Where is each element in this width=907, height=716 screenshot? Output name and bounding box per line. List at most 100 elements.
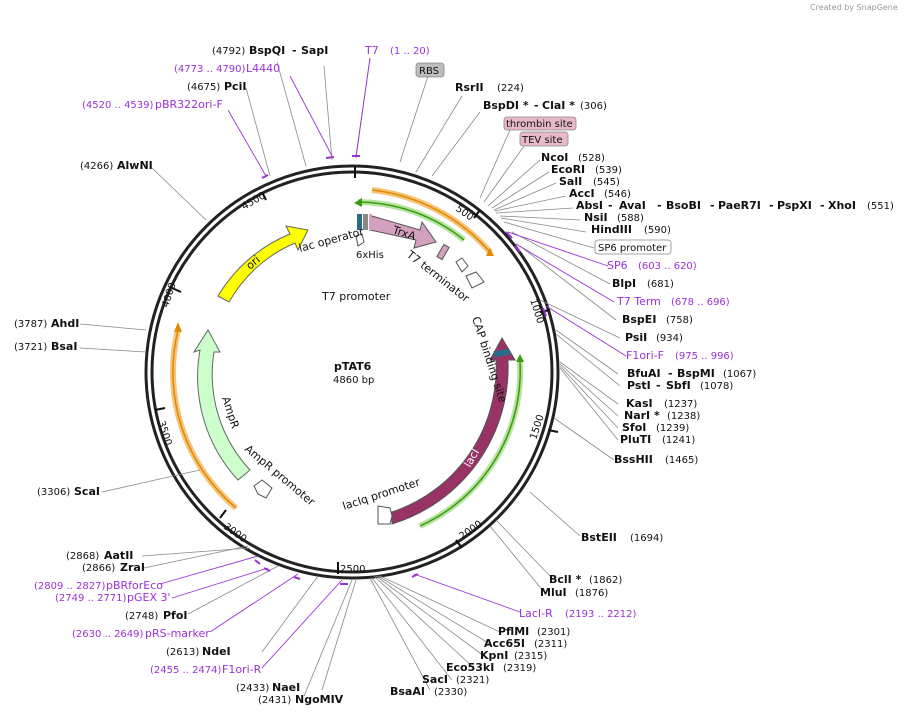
t7-promoter-arrow (355, 233, 365, 247)
enzyme-pos: (545) (593, 177, 620, 188)
enzyme-name: PspXI (777, 199, 812, 212)
primer-markers (254, 155, 547, 585)
primer-name: L4440 (246, 62, 280, 75)
enzyme-name: - (534, 99, 539, 112)
primer-name: pRS-marker (145, 627, 210, 640)
enzyme-pos: (224) (497, 83, 524, 94)
enzyme-name: PfoI (163, 609, 188, 622)
enzyme-name: KpnI (480, 649, 508, 662)
enzyme-name: Eco53kI (446, 661, 494, 674)
enzyme-pos: (1237) (664, 399, 697, 410)
enzyme-name: Acc65I (484, 637, 525, 650)
enzyme-name: SapI (301, 44, 328, 57)
boxed-features: RBS thrombin site TEV site SP6 promoter (415, 62, 672, 255)
primer-lines (159, 57, 627, 669)
enzyme-pos: (306) (580, 101, 607, 112)
lac-operator-box (357, 214, 362, 230)
enzyme-pos: (590) (644, 225, 671, 236)
enzyme-name: SalI (559, 175, 582, 188)
site-box (369, 214, 372, 230)
enzyme-name: BclI * (549, 573, 582, 586)
orange-band-top-core (371, 189, 491, 253)
primer-range: (2193 .. 2212) (565, 609, 637, 620)
enzyme-name: AbsI (576, 199, 603, 212)
enzyme-pos: (1241) (662, 435, 695, 446)
enzyme-name: NarI * (624, 409, 660, 422)
enzyme-pos: (1876) (575, 588, 608, 599)
enzyme-name: RsrII (455, 81, 484, 94)
enzyme-pos: (3721) (14, 342, 47, 353)
enzyme-pos: (3787) (14, 319, 47, 330)
trxa-label: TrxA (390, 223, 418, 243)
primer-range: (4773 .. 4790) (174, 64, 246, 75)
tev-site-box (519, 131, 569, 147)
his-label: 6xHis (356, 250, 384, 261)
enzyme-labels-left: (2431) NgoMIV (2433) NaeI (2613) NdeI (2… (14, 44, 344, 706)
enzyme-pos: (2613) (166, 647, 199, 658)
enzyme-pos: (2433) (236, 683, 269, 694)
enzyme-pos: (2748) (125, 611, 158, 622)
enzyme-name: SfoI (622, 421, 646, 434)
enzyme-pos: (2321) (456, 675, 489, 686)
primer-range: (678 .. 696) (671, 297, 730, 308)
enzyme-name: BsaI (51, 340, 77, 353)
primer-name: LacI-R (519, 607, 553, 620)
primer-name: F1ori-F (626, 349, 664, 362)
primer-name: F1ori-R (222, 663, 262, 676)
laci-arrow (391, 336, 516, 525)
enzyme-pos: (2319) (503, 663, 536, 674)
primer-name: pBRforEco (106, 579, 163, 592)
enzyme-pos: (1238) (667, 411, 700, 422)
orange-band-left-core (172, 329, 237, 509)
enzyme-pos: (1239) (656, 423, 689, 434)
enzyme-name: BstEII (581, 531, 617, 544)
enzyme-labels-right: RsrII (224) BspDI * - ClaI * (306) NcoI … (390, 81, 894, 698)
enzyme-pos: (2330) (434, 687, 467, 698)
enzyme-name: PciI (224, 80, 246, 93)
rbs-label: RBS (419, 66, 439, 77)
enzyme-name: - (656, 379, 661, 392)
enzyme-name: EcoRI (551, 163, 585, 176)
primer-range: (2809 .. 2827) (34, 581, 106, 592)
orange-arrow-head (486, 248, 494, 256)
ampr-label: AmpR (219, 395, 242, 431)
enzyme-name: NgoMIV (295, 693, 344, 706)
enzyme-name: BfuAI (627, 367, 661, 380)
ampr-promoter-arrow (253, 479, 273, 499)
enzyme-name: PflMI (498, 625, 529, 638)
enzyme-name: BspDI * (483, 99, 529, 112)
primer-range: (1 .. 20) (390, 46, 430, 57)
enzyme-name: AlwNI (117, 159, 153, 172)
tev-box (436, 243, 450, 261)
enzyme-name: AccI (569, 187, 595, 200)
enzyme-name: AvaI (619, 199, 646, 212)
primer-range: (2455 .. 2474) (150, 665, 222, 676)
primer-range: (2630 .. 2649) (72, 629, 144, 640)
backbone-inner (150, 170, 554, 574)
enzyme-name: BsaAI (390, 685, 425, 698)
enzyme-name: HindIII (591, 223, 632, 236)
enzyme-pos: (4675) (187, 82, 220, 93)
primer-name: T7 Term (616, 295, 661, 308)
ori-arrow (217, 225, 309, 303)
enzyme-name: - (657, 199, 662, 212)
sp6-promoter-arrow (455, 257, 469, 273)
green-arrow-head-right (516, 354, 524, 362)
t7-terminator-shape (465, 271, 485, 289)
enzyme-name: PsiI (625, 331, 647, 344)
enzyme-pos: (4266) (80, 161, 113, 172)
his-box (363, 214, 368, 230)
enzyme-name: KasI (626, 397, 653, 410)
enzyme-name: PaeR7I (718, 199, 761, 212)
leader-lines (79, 57, 621, 697)
enzyme-name: ClaI * (542, 99, 575, 112)
enzyme-pos: (758) (666, 315, 693, 326)
enzyme-name: NaeI (272, 681, 300, 694)
enzyme-pos: (2315) (514, 651, 547, 662)
enzyme-name: ZraI (120, 561, 145, 574)
green-arrow-head (354, 198, 362, 207)
primer-name: T7 (364, 44, 379, 57)
primer-range: (975 .. 996) (675, 351, 734, 362)
cap-site-box (493, 348, 511, 358)
